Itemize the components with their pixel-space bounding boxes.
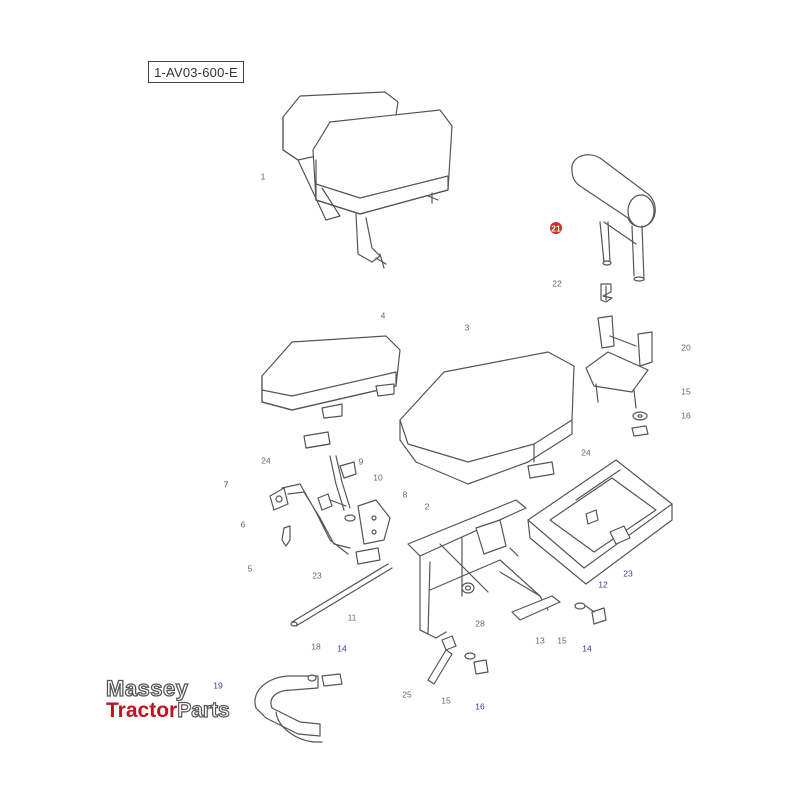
part-bushing	[461, 582, 475, 594]
logo-line-2: TractorParts	[106, 699, 266, 722]
callout-label: 20	[681, 343, 691, 353]
callout-label: 12	[598, 580, 608, 590]
callout-label: 23	[623, 569, 633, 579]
part-long-rod	[290, 563, 393, 627]
logo-line-1: Massey	[105, 676, 189, 701]
callout-label: 28	[475, 619, 485, 629]
part-washer-bolt-right	[574, 602, 607, 625]
part-small-cushion	[261, 335, 401, 419]
part-screw	[281, 525, 291, 547]
callout-label: 23	[312, 571, 322, 581]
callout-label: 18	[311, 642, 321, 652]
callout-label: 3	[465, 323, 470, 333]
callout-label: 15	[557, 636, 567, 646]
callout-label: 16	[681, 411, 691, 421]
part-bolt-left	[317, 493, 356, 522]
reference-code-box: 1-AV03-600-E	[148, 61, 244, 83]
part-armrest	[571, 154, 656, 282]
callout-label: 8	[403, 490, 408, 500]
part-clip-right	[527, 461, 555, 479]
part-storage-tray	[527, 459, 673, 585]
callout-label: 4	[381, 311, 386, 321]
callout-label: 24	[581, 448, 591, 458]
part-hand-rail	[254, 675, 323, 743]
part-bent-rod	[269, 455, 357, 555]
callout-highlight-marker	[550, 222, 562, 234]
callout-label: 15	[441, 696, 451, 706]
callout-label: 14	[337, 644, 347, 654]
part-slide-bar	[499, 571, 561, 621]
callout-label: 15	[681, 387, 691, 397]
callout-label: 6	[241, 520, 246, 530]
callout-label: 14	[582, 644, 592, 654]
reference-code: 1-AV03-600-E	[154, 64, 238, 80]
part-plate	[357, 499, 391, 545]
logo-word-outline: Parts	[177, 699, 231, 722]
callout-label: 21	[551, 224, 561, 234]
part-washer-nut-lower	[464, 652, 489, 675]
callout-label: 2	[425, 502, 430, 512]
callout-label: 7	[224, 480, 229, 490]
callout-label: 22	[552, 279, 562, 289]
callout-label: 1	[261, 172, 266, 182]
brand-logo: Massey TractorParts	[105, 676, 266, 726]
callout-label: 11	[348, 613, 357, 623]
part-washer-nut-upper	[631, 411, 649, 437]
part-clip-left	[303, 431, 331, 449]
callout-label: 19	[213, 681, 223, 691]
logo-word-red: Tractor	[106, 699, 178, 722]
callout-label: 5	[248, 564, 253, 574]
callout-label: 16	[475, 702, 485, 712]
part-clip-center	[355, 547, 381, 565]
part-stud-pin	[427, 635, 457, 685]
callout-label: 10	[373, 473, 383, 483]
part-seat-cushion-assembly	[282, 91, 453, 269]
callout-label: 24	[261, 456, 271, 466]
part-armrest-bracket	[585, 315, 653, 409]
part-large-cushion	[399, 351, 575, 485]
part-washer-bolt-lower	[307, 673, 343, 687]
part-stud	[600, 283, 613, 303]
callout-label: 9	[359, 457, 364, 467]
callout-label: 13	[535, 636, 545, 646]
callout-label: 25	[402, 690, 412, 700]
callout-layer: 1 21 22 4 3 20 15 16 24 24 9 10 7 8 2 6 5 23 12 23 11 28 13 15 1…	[213, 172, 691, 712]
